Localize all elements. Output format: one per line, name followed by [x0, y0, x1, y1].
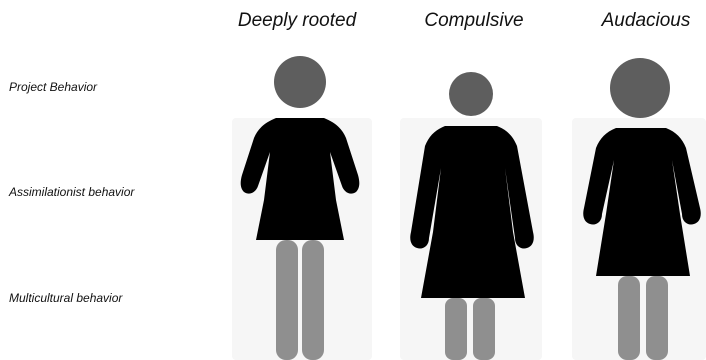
row-label-project-behavior: Project Behavior: [9, 80, 98, 94]
head: [449, 72, 493, 116]
left-leg: [445, 298, 467, 360]
torso-dress: [410, 126, 534, 298]
column-header-compulsive: Compulsive: [424, 10, 524, 31]
row-label-multicultural-behavior: Multicultural behavior: [9, 291, 123, 305]
right-leg: [646, 276, 668, 360]
torso-dress: [583, 128, 701, 276]
left-leg: [276, 240, 298, 360]
head: [274, 56, 326, 108]
row-label-assimilationist-behavior: Assimilationist behavior: [9, 185, 135, 199]
right-leg: [302, 240, 324, 360]
column-header-audacious: Audacious: [601, 10, 691, 31]
person-figure-icon: [240, 56, 360, 360]
column-header-deeply-rooted: Deeply rooted: [237, 10, 357, 31]
left-leg: [618, 276, 640, 360]
person-figure-icon: [410, 72, 534, 360]
torso-dress: [240, 118, 360, 240]
person-figure-icon: [583, 58, 701, 360]
head: [610, 58, 670, 118]
right-leg: [473, 298, 495, 360]
